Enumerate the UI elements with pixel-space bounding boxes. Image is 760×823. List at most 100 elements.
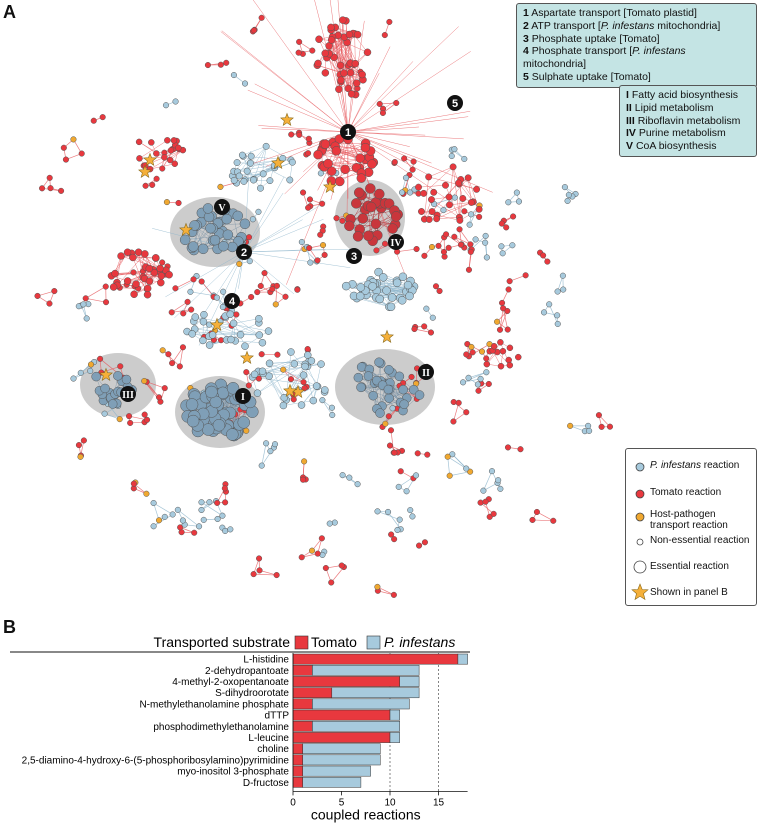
pinf-node [169,511,176,518]
network-edge [397,248,417,253]
pinf-node [429,314,436,321]
pinf-node [395,483,402,490]
tomato-node [321,251,328,258]
network-edge [117,253,146,286]
tomato-node [494,318,501,325]
pinf-node [187,288,194,295]
network-edge [467,177,472,203]
pinf-node [482,239,489,246]
tomato-node [500,305,507,312]
pinf-node [560,286,567,293]
cluster-node [384,393,394,403]
network-edge [485,235,488,258]
pinf-node [196,523,203,530]
tomato-node [467,248,474,255]
network-edge [131,253,161,269]
cluster-node [109,283,118,291]
pinf-node [468,211,475,218]
tomato-node [177,524,184,531]
tomato-node [130,269,137,276]
cluster-node [297,401,306,409]
pinf-node [451,146,458,153]
pinf-node [374,508,381,515]
network-edge [436,217,460,220]
tomato-node [243,369,250,376]
tomato-node [317,231,324,238]
tomato-node [506,278,513,285]
cluster-node [449,163,457,171]
pinf-node [174,506,181,513]
network-edge [252,131,349,164]
cluster-node [141,250,149,258]
cluster-node [132,280,140,288]
bar-tomato [292,653,459,665]
tomato-node [450,418,457,425]
network-edge [483,471,493,491]
cluster-node [428,208,436,216]
tomato-node [250,27,257,34]
tomato-node [401,155,408,162]
cluster-node [143,284,152,293]
cluster-node [130,290,138,299]
pinf-node [477,375,484,382]
cluster-node [314,59,322,68]
network-edge [436,202,472,220]
network-edge [269,363,287,401]
cluster-node [123,248,132,257]
tomato-node [451,233,458,240]
network-edge [243,251,351,268]
cluster-node [227,335,235,344]
cluster-node [164,137,171,144]
cluster-node [365,183,376,194]
pinf-node [567,422,574,429]
legend-tomato: Tomato reaction [650,487,722,498]
tomato-node [533,508,540,516]
pinf-node [198,506,205,514]
cluster-node [459,195,467,202]
pinf-node [480,487,487,494]
pinf-node [384,508,392,515]
network-edge [242,146,267,156]
cluster-node [145,264,154,273]
cluster-node [136,155,143,162]
bar-pinf [312,664,420,676]
pinf-node [255,208,262,215]
pinf-node [474,381,481,388]
tomato-node [60,144,67,151]
tomato-node [296,38,303,45]
cluster-node [188,241,199,252]
category-label: 2-dehydropantoate [205,666,289,677]
network-edge [390,430,395,453]
category-label: 2,5-diamino-4-hydroxy-6-(5-phosphoribosy… [22,755,290,766]
pathway-number-label: V [218,203,226,214]
cluster-node [266,177,274,185]
cluster-node [346,69,355,77]
tomato-node [248,293,255,301]
star-marker [240,350,254,364]
tomato-node [427,329,435,336]
tomato-node [288,131,295,138]
network-edge [187,331,260,336]
tomato-node [261,270,268,277]
tomato-node [314,550,321,557]
network-edge [330,131,349,201]
network-edge [191,251,245,333]
network-edge [146,381,165,389]
tomato-node [180,310,187,317]
tomato-node [300,379,307,386]
pathway-number-badge [418,364,434,380]
tomato-node [397,468,404,475]
cluster-node [363,371,374,381]
network-edge [153,502,173,515]
cluster-node [175,144,182,152]
tomato-node [483,355,490,362]
tomato-node [387,427,395,434]
tomato-node [168,309,175,316]
pinf-node [150,523,157,530]
cluster-node [161,154,168,161]
tomato-node [421,323,428,330]
pinf-node [219,512,226,519]
cluster-node [356,382,366,393]
cluster-node [347,90,356,98]
